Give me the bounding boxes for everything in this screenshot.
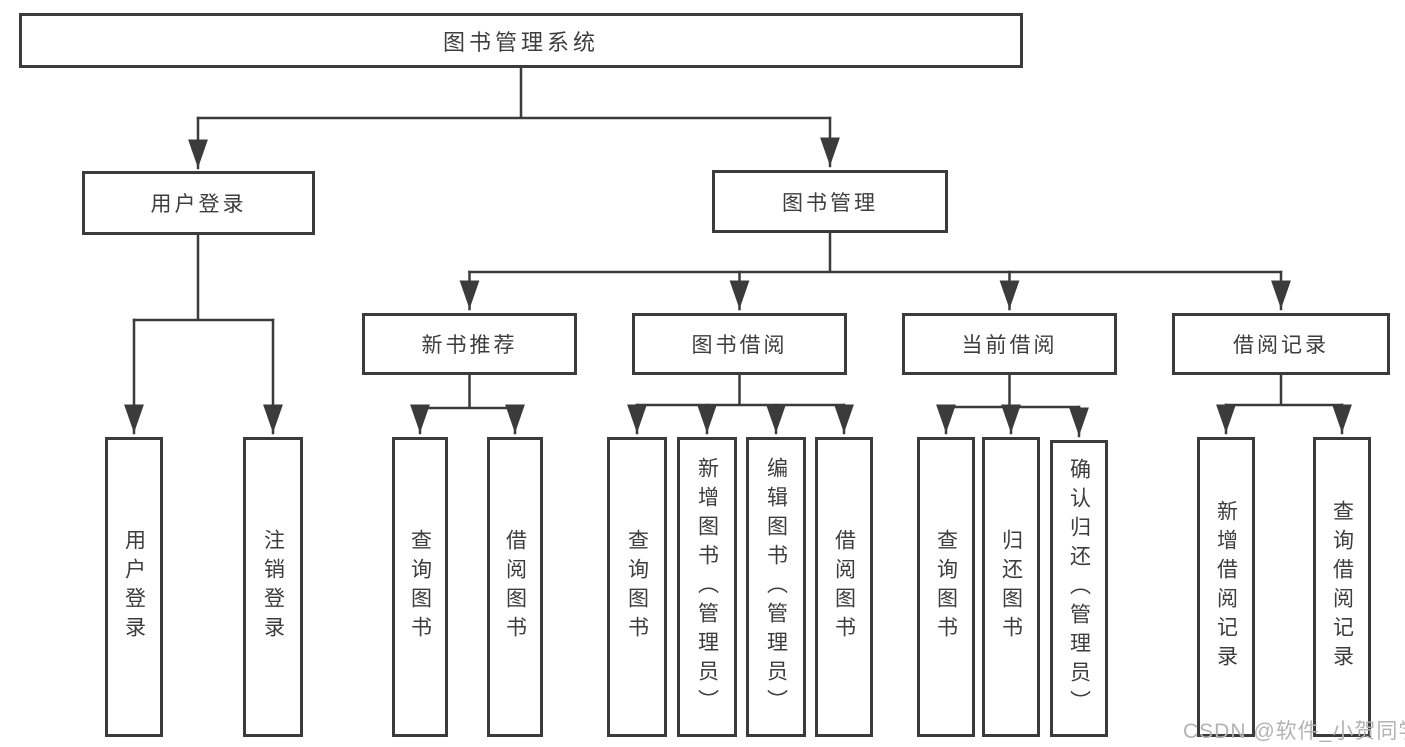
leaf-br-add-record: 新增借阅记录 xyxy=(1197,437,1255,737)
connector-user-login-split xyxy=(132,233,275,322)
leaf-bb-borrow-book: 借阅图书 xyxy=(815,437,873,737)
leaf-cb-return-book: 归还图书 xyxy=(982,437,1040,737)
node-current-borrow: 当前借阅 xyxy=(902,313,1117,375)
node-book-borrow: 图书借阅 xyxy=(632,313,847,375)
leaf-user-login: 用户登录 xyxy=(105,437,163,737)
connector-new-book-split xyxy=(418,373,517,410)
leaf-logout-login: 注销登录 xyxy=(243,437,303,737)
leaf-label: 借阅图书 xyxy=(832,529,856,645)
leaf-label: 查询图书 xyxy=(625,529,649,645)
leaf-label: 归还图书 xyxy=(999,529,1023,645)
leaf-label: 用户登录 xyxy=(122,529,146,645)
connector-current-borrow-split xyxy=(944,373,1081,409)
leaf-br-query-record: 查询借阅记录 xyxy=(1313,437,1371,737)
leaf-label: 查询借阅记录 xyxy=(1330,500,1354,674)
node-book-mgmt: 图书管理 xyxy=(712,170,948,233)
leaf-cb-confirm-return-admin: 确认归还（管理员） xyxy=(1050,440,1108,737)
node-new-book-recommend: 新书推荐 xyxy=(362,313,577,375)
leaf-label: 借阅图书 xyxy=(503,529,527,645)
node-root: 图书管理系统 xyxy=(19,13,1023,68)
leaf-label: 注销登录 xyxy=(261,529,285,645)
node-borrow-records: 借阅记录 xyxy=(1172,313,1390,375)
leaf-nb-borrow-book: 借阅图书 xyxy=(487,437,543,737)
connector-book-borrow-split xyxy=(635,373,846,407)
leaf-label: 新增图书（管理员） xyxy=(695,456,719,718)
leaf-label: 查询图书 xyxy=(934,529,958,645)
csdn-watermark: CSDN @软件_小贺同学 xyxy=(1183,720,1405,743)
leaf-label: 查询图书 xyxy=(408,529,432,645)
leaf-cb-query-book: 查询图书 xyxy=(917,437,975,737)
leaf-bb-add-book-admin: 新增图书（管理员） xyxy=(677,437,737,737)
leaf-bb-query-book: 查询图书 xyxy=(607,437,667,737)
leaf-label: 新增借阅记录 xyxy=(1214,500,1238,674)
node-user-login: 用户登录 xyxy=(82,171,315,235)
leaf-nb-query-book: 查询图书 xyxy=(392,437,448,737)
connector-borrow-records-split xyxy=(1224,373,1344,407)
leaf-bb-edit-book-admin: 编辑图书（管理员） xyxy=(746,437,806,737)
connector-root-split xyxy=(196,66,832,120)
leaf-label: 编辑图书（管理员） xyxy=(764,456,788,718)
leaf-label: 确认归还（管理员） xyxy=(1067,458,1091,719)
connector-book-mgmt-split xyxy=(468,231,1283,274)
